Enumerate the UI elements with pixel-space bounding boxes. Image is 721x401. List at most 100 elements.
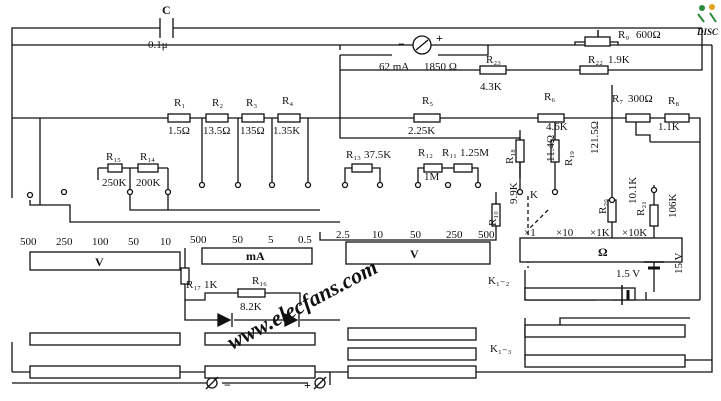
label-r23-value: 4.3K <box>480 81 502 93</box>
wire-k-lower <box>524 317 712 361</box>
label-r6: R₆ <box>544 91 555 103</box>
label-r23: R₂₃ <box>486 54 501 66</box>
resistor-r13 <box>351 163 373 173</box>
wire-r7 <box>635 118 700 143</box>
label-r22-value: 1.9K <box>608 54 630 66</box>
label-r13-value: 37.5K <box>364 149 391 161</box>
label-r15-value: 250K <box>102 177 127 189</box>
resistor-r14 <box>137 163 159 173</box>
range-ohm-3: ×10K <box>622 227 647 239</box>
label-r9-value: 600Ω <box>636 29 661 41</box>
brand-logo: DISC <box>696 4 719 37</box>
label-meter-minus: − <box>398 37 405 51</box>
label-terminal-positive: + <box>304 378 311 392</box>
range-vdc-3: 250 <box>446 229 463 241</box>
selector-strips <box>29 237 686 379</box>
range-ma-3: 0.5 <box>298 234 312 246</box>
resistor-r9 <box>584 36 611 47</box>
label-r8-value: 1.1K <box>658 121 680 133</box>
range-vdc-2: 50 <box>410 229 422 241</box>
label-r14: R₁₄ <box>140 151 155 163</box>
range-vdc-1: 10 <box>372 229 384 241</box>
range-ohm-0: ×1 <box>524 227 536 239</box>
range-ohm-2: ×1K <box>590 227 610 239</box>
labels: C 0.1μ − + 62 mA 1850 Ω R₉ 600Ω R₂₃ 4.3K… <box>20 3 685 392</box>
resistor-r8 <box>664 113 690 123</box>
strip-ohm <box>519 237 683 263</box>
strip-m2 <box>204 365 316 379</box>
resistor-r21 <box>649 204 659 227</box>
strip-l2 <box>29 365 181 379</box>
label-battery-2: 15 V <box>673 252 685 274</box>
label-r16: R₁₆ <box>252 275 267 287</box>
diode-1-icon <box>217 312 232 328</box>
label-terminal-negative: − <box>224 378 231 392</box>
resistor-r4 <box>277 113 301 123</box>
strip-l1 <box>29 332 181 346</box>
label-r4-value: 1.35K <box>273 125 300 137</box>
selector-contacts <box>26 181 658 204</box>
strip-n1 <box>347 327 477 341</box>
label-r7: R₇ <box>612 93 623 105</box>
resistor-r2 <box>205 113 229 123</box>
label-r21: R₂₁ <box>635 201 647 216</box>
resistor-r11 <box>453 163 473 173</box>
resistor-r18 <box>515 139 525 163</box>
label-r15: R₁₅ <box>106 151 121 163</box>
label-r3: R₃ <box>246 97 257 109</box>
resistor-r17 <box>180 267 190 285</box>
batteries <box>621 261 664 305</box>
wire-r13 <box>344 167 381 182</box>
label-switch-k13: K₁₋₃ <box>490 343 512 355</box>
label-r3-value: 135Ω <box>240 125 265 137</box>
capacitor-c <box>159 18 174 38</box>
label-r13: R₁₃ <box>346 149 361 161</box>
label-r8: R₈ <box>668 95 679 107</box>
label-r14-value: 200K <box>136 177 161 189</box>
range-vac-1: 250 <box>56 236 73 248</box>
label-switch-k: K <box>530 189 538 201</box>
label-r17-value: 1K <box>204 279 218 291</box>
terminals <box>205 376 327 390</box>
strip-k13 <box>524 324 686 338</box>
label-r2: R₂ <box>212 97 223 109</box>
resistor-r12 <box>423 163 443 173</box>
brand-text: DISC <box>696 27 719 37</box>
strip-n2 <box>347 347 477 361</box>
wire-diodes <box>184 300 340 321</box>
label-r16-value: 8.2K <box>240 301 262 313</box>
label-battery-1: 1.5 V <box>616 268 640 280</box>
resistor-r7 <box>625 113 651 123</box>
resistor-r16 <box>237 288 266 298</box>
range-vac-2: 100 <box>92 236 109 248</box>
meter <box>412 35 432 55</box>
wire-top-capacitor <box>11 27 702 45</box>
range-vac-4: 10 <box>160 236 172 248</box>
label-r2-value: 13.5Ω <box>203 125 230 137</box>
label-r20-value: 10.1K <box>627 177 639 204</box>
wire-r23-r22 <box>340 28 703 71</box>
range-vac-3: 50 <box>128 236 140 248</box>
wiring <box>11 27 713 385</box>
resistor-r15 <box>107 163 123 173</box>
label-c: C <box>162 3 171 17</box>
label-switch-k12: K₁₋₂ <box>488 275 510 287</box>
resistor-r10 <box>491 203 501 227</box>
label-r18-value: 11.4Ω <box>545 135 557 162</box>
panel-vac-label: V <box>95 255 104 269</box>
label-r5-value: 2.25K <box>408 125 435 137</box>
label-r10-value: 9.9K <box>508 182 520 204</box>
range-ma-1: 50 <box>232 234 244 246</box>
label-r12-value: 1M <box>424 171 440 183</box>
label-r11: R₁₁ <box>442 147 457 159</box>
strip-k13b <box>524 354 686 368</box>
diodes <box>217 312 300 328</box>
range-vdc-0: 2.5 <box>336 229 350 241</box>
label-r20: R₂₀ <box>597 199 609 214</box>
resistor-r6 <box>537 113 565 123</box>
strip-k12 <box>524 287 636 301</box>
resistor-r1 <box>167 113 191 123</box>
wire-r14-r15 <box>97 167 169 198</box>
resistor-r22 <box>579 65 609 75</box>
